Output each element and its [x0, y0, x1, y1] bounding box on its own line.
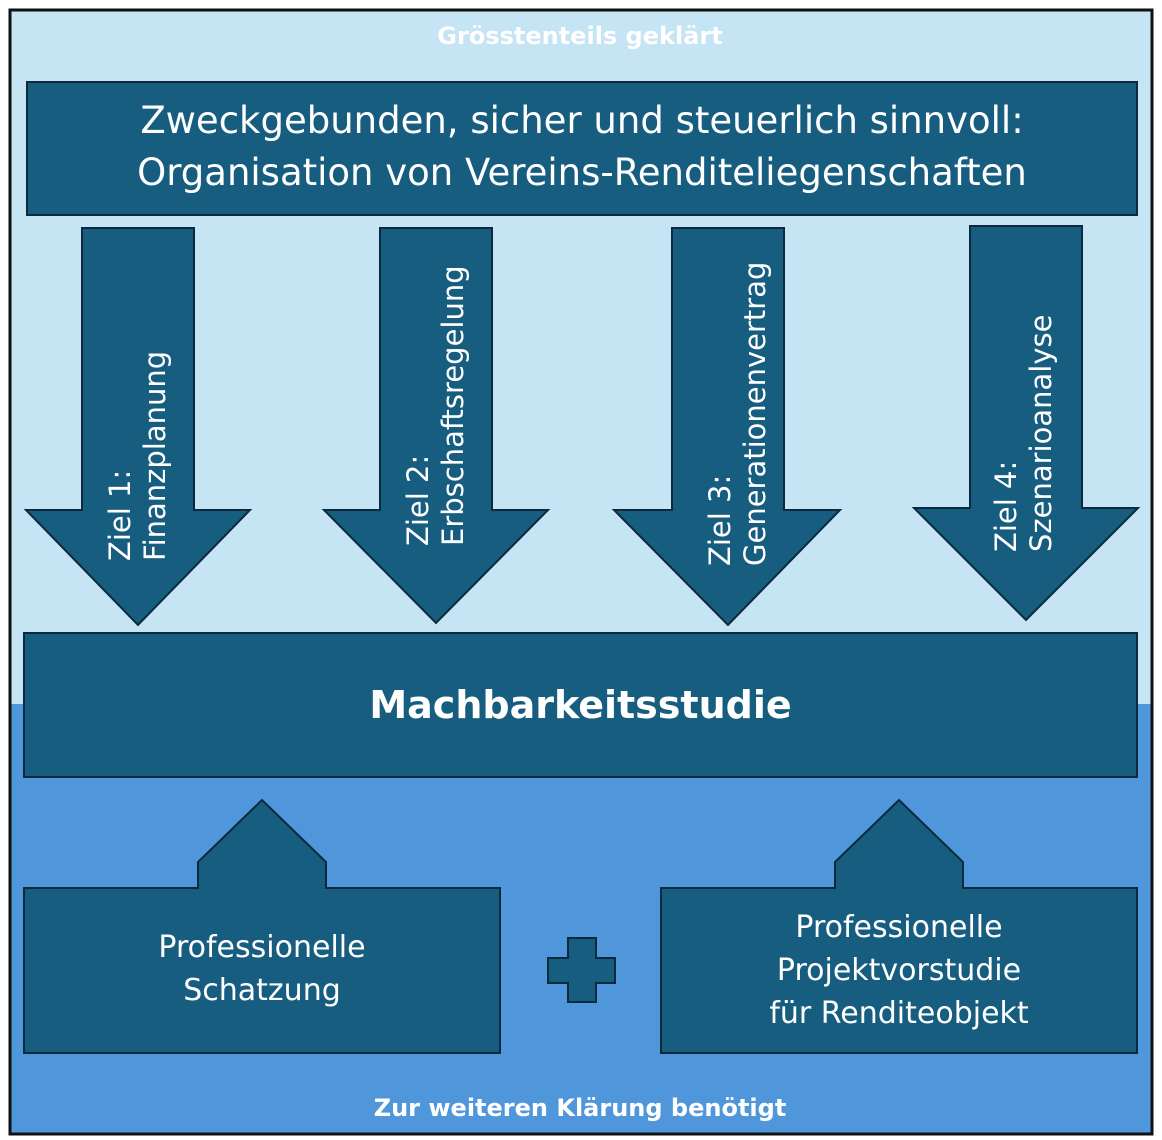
- title-text: Zweckgebunden, sicher und steuerlich sin…: [27, 95, 1137, 199]
- title-line-1: Zweckgebunden, sicher und steuerlich sin…: [140, 99, 1024, 142]
- bottom-zone-label: Zur weiteren Klärung benötigt: [373, 1094, 787, 1122]
- input-1-line-2: Schatzung: [183, 973, 341, 1008]
- feasibility-label: Machbarkeitsstudie: [369, 683, 792, 727]
- goal-4-title: Szenarioanalyse: [1024, 314, 1058, 552]
- goal-3-title: Generationenvertrag: [738, 261, 772, 566]
- goal-1-title: Finanzplanung: [138, 350, 172, 561]
- goal-label-1: Ziel 1: Finanzplanung: [103, 241, 173, 561]
- input-box-2: [660, 798, 1138, 1054]
- goal-arrow-4: [911, 225, 1141, 622]
- goal-label-4: Ziel 4: Szenarioanalyse: [989, 232, 1059, 552]
- goal-label-3: Ziel 3: Generationenvertrag: [703, 226, 773, 566]
- input-2-line-3: für Renditeobjekt: [769, 996, 1029, 1031]
- goal-2-number: Ziel 2:: [401, 454, 435, 546]
- input-2-line-1: Professionelle: [795, 910, 1003, 945]
- goal-arrow-2: [321, 227, 551, 625]
- input-label-1: Professionelle Schatzung: [24, 926, 500, 1012]
- input-1-line-1: Professionelle: [158, 930, 366, 965]
- feasibility-box: [23, 632, 1138, 778]
- goal-3-number: Ziel 3:: [703, 474, 737, 566]
- title-line-2: Organisation von Vereins-Renditeliegensc…: [137, 151, 1027, 194]
- goal-1-number: Ziel 1:: [103, 469, 137, 561]
- goal-4-number: Ziel 4:: [989, 460, 1023, 552]
- plus-icon: [547, 937, 616, 1003]
- goal-arrow-1: [23, 227, 253, 627]
- outer-frame: [8, 8, 1154, 1136]
- input-box-1: [23, 798, 501, 1054]
- title-box: [26, 81, 1138, 216]
- goal-label-2: Ziel 2: Erbschaftsregelung: [401, 226, 471, 546]
- top-zone-label: Grösstenteils geklärt: [437, 22, 723, 50]
- input-2-line-2: Projektvorstudie: [776, 953, 1022, 988]
- goal-arrow-3: [611, 227, 843, 627]
- goal-2-title: Erbschaftsregelung: [436, 265, 470, 546]
- input-label-2: Professionelle Projektvorstudie für Rend…: [661, 906, 1137, 1035]
